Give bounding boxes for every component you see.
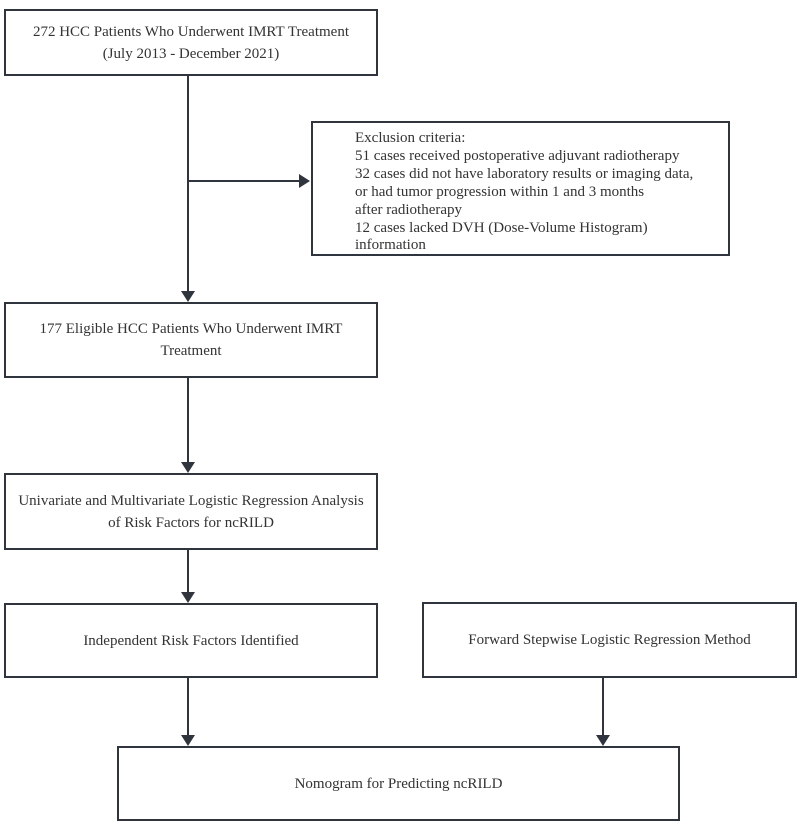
box-stepwise-method: Forward Stepwise Logistic Regression Met… [422,602,797,678]
box-initial-cohort-line2: (July 2013 - December 2021) [102,45,280,62]
box-risk-factors: Independent Risk Factors Identified [4,603,378,678]
box-exclusion-criteria: Exclusion criteria: 51 cases received po… [311,121,730,256]
box-initial-cohort: 272 HCC Patients Who Underwent IMRT Trea… [4,9,378,76]
connector-regression-to-riskfactors-line [187,550,189,592]
box-risk-factors-label: Independent Risk Factors Identified [83,632,299,649]
connector-branch-to-exclusion-line [188,180,299,182]
exclusion-line: after radiotherapy [355,201,463,218]
exclusion-line: Exclusion criteria: [355,130,466,146]
exclusion-line: information [355,237,426,254]
box-regression-analysis-line2: of Risk Factors for ncRILD [108,514,274,531]
exclusion-line: 12 cases lacked DVH (Dose-Volume Histogr… [355,219,648,236]
connector-initial-to-eligible-line [187,76,189,292]
box-stepwise-method-label: Forward Stepwise Logistic Regression Met… [468,632,751,648]
box-eligible-cohort: 177 Eligible HCC Patients Who Underwent … [4,302,378,378]
arrowhead-down-icon [181,592,195,603]
exclusion-line: or had tumor progression within 1 and 3 … [355,183,645,200]
exclusion-line: 51 cases received postoperative adjuvant… [355,147,680,164]
arrowhead-down-icon [596,735,610,746]
box-initial-cohort-line1: 272 HCC Patients Who Underwent IMRT Trea… [32,23,350,40]
box-eligible-cohort-line2: Treatment [160,343,222,359]
box-eligible-cohort-line1: 177 Eligible HCC Patients Who Underwent … [39,321,343,337]
arrowhead-down-icon [181,291,195,302]
connector-stepwise-to-nomogram-line [602,678,604,735]
box-regression-analysis-line1: Univariate and Multivariate Logistic Reg… [18,492,364,509]
box-nomogram-label: Nomogram for Predicting ncRILD [294,775,503,792]
connector-eligible-to-regression-line [187,378,189,462]
arrowhead-down-icon [181,462,195,473]
arrowhead-right-icon [299,174,310,188]
arrowhead-down-icon [181,735,195,746]
box-nomogram: Nomogram for Predicting ncRILD [117,746,680,821]
connector-riskfactors-to-nomogram-line [187,678,189,735]
box-regression-analysis: Univariate and Multivariate Logistic Reg… [4,473,378,550]
exclusion-line: 32 cases did not have laboratory results… [355,165,694,182]
